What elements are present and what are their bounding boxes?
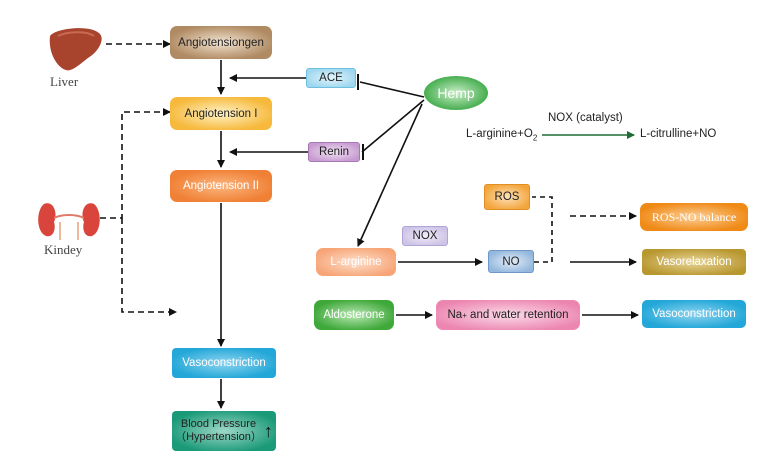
kidney-icon [38,203,100,240]
kidney-label: Kindey [44,242,83,257]
na-water-retention-node: Na+ and water retention [436,300,580,330]
vasorelaxation-node: Vasorelaxation [642,249,746,275]
hemp-inhibits-ace-line [359,81,425,98]
ros-node: ROS [484,184,530,210]
up-arrow-icon: ↑ [263,420,273,441]
no-node: NO [488,250,534,273]
catalyst-label: NOX (catalyst) [548,112,623,124]
product-label: L-citrulline+NO [640,128,717,140]
kidney-to-vasoconstriction-dashed-arrow [121,218,177,316]
no-ros-dashed-connector [532,196,553,263]
blood-pressure-node: Blood Pressure （Hypertension） ↑ [172,411,276,451]
ros-no-balance-node: ROS-NO balance [640,203,748,231]
vasoconstriction-left-node: Vasoconstriction [172,348,276,378]
reactant-label: L-arginine+O2 [466,128,538,143]
hemp-to-larginine-arrow [357,103,423,247]
angiotensin1-node: Angiotension I [170,97,272,130]
kidney-dashed-connector [100,108,171,219]
angiotensinogen-node: Angiotensiongen [170,26,272,59]
vasoconstriction-right-node: Vasoconstriction [642,300,746,328]
blood-pressure-label: Blood Pressure [180,418,257,430]
hypertension-label: （Hypertension） [175,431,262,443]
hemp-node: Hemp [424,76,488,110]
liver-icon [49,28,102,71]
aldosterone-node: Aldosterone [314,300,394,330]
hemp-inhibits-renin-line [361,99,425,153]
angiotensin2-node: Angiotension II [170,170,272,202]
renin-node: Renin [308,142,360,162]
liver-label: Liver [50,74,79,89]
larginine-node: L-arginine [316,248,396,276]
ace-node: ACE [306,68,356,88]
nox-node: NOX [402,226,448,246]
